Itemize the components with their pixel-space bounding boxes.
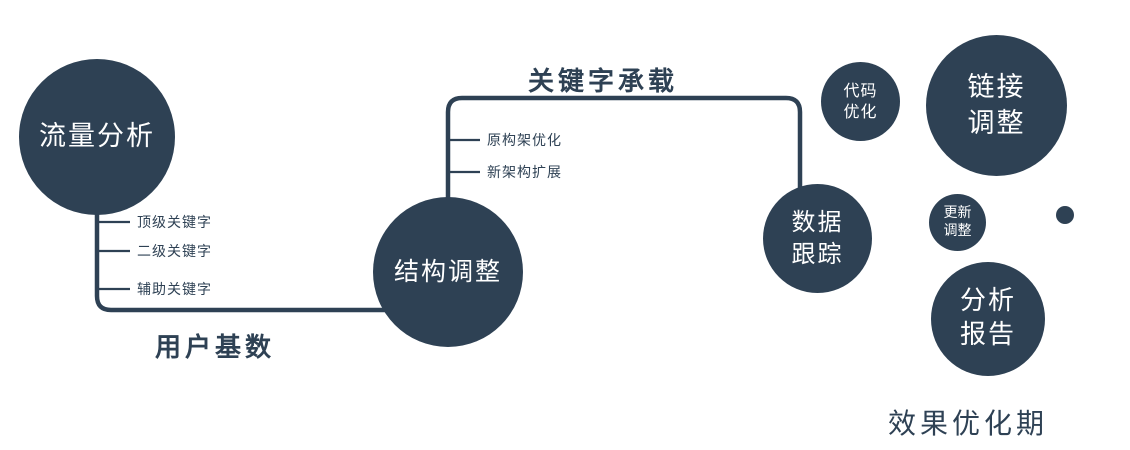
node-code-label-line1: 代码 (843, 80, 878, 100)
node-code-optimization: 代码 优化 (821, 62, 900, 141)
node-link-label-line1: 链接 (967, 72, 1026, 104)
edge-user-base-line (94, 185, 405, 313)
dot-node (1056, 206, 1074, 224)
branch-label-aux-keywords: 辅助关键字 (137, 282, 212, 298)
node-structure-adjustment: 结构调整 (373, 197, 523, 347)
node-structure-label: 结构调整 (393, 256, 502, 286)
branch-label-new-arch: 新架构扩展 (487, 165, 562, 181)
node-link-adjustment: 链接 调整 (926, 35, 1067, 176)
node-update-label-line2: 调整 (943, 222, 972, 239)
node-update-adjustment: 更新 调整 (929, 194, 986, 251)
node-analysis-report: 分析 报告 (931, 262, 1045, 376)
edge-label-user-base: 用户基数 (155, 333, 276, 363)
edge-keyword-carry-line (445, 95, 803, 250)
branch-label-second-keywords: 二级关键字 (137, 244, 212, 260)
node-report-label-line2: 报告 (959, 320, 1016, 350)
node-data-tracking: 数据 跟踪 (763, 184, 872, 293)
node-update-label-line1: 更新 (943, 205, 972, 221)
branch-label-top-keywords: 顶级关键字 (137, 215, 212, 231)
branch-label-original-arch: 原构架优化 (487, 133, 562, 149)
edge-label-keyword-carry: 关键字承载 (528, 67, 679, 97)
node-code-label-line2: 优化 (843, 101, 878, 121)
node-traffic-label: 流量分析 (39, 121, 155, 153)
node-tracking-label-line2: 跟踪 (791, 239, 844, 268)
caption-effect-optimization-period: 效果优化期 (888, 407, 1049, 440)
node-traffic-analysis: 流量分析 (19, 59, 175, 215)
node-tracking-label-line1: 数据 (791, 208, 844, 237)
node-link-label-line2: 调整 (967, 107, 1026, 139)
node-report-label-line1: 分析 (959, 286, 1016, 317)
